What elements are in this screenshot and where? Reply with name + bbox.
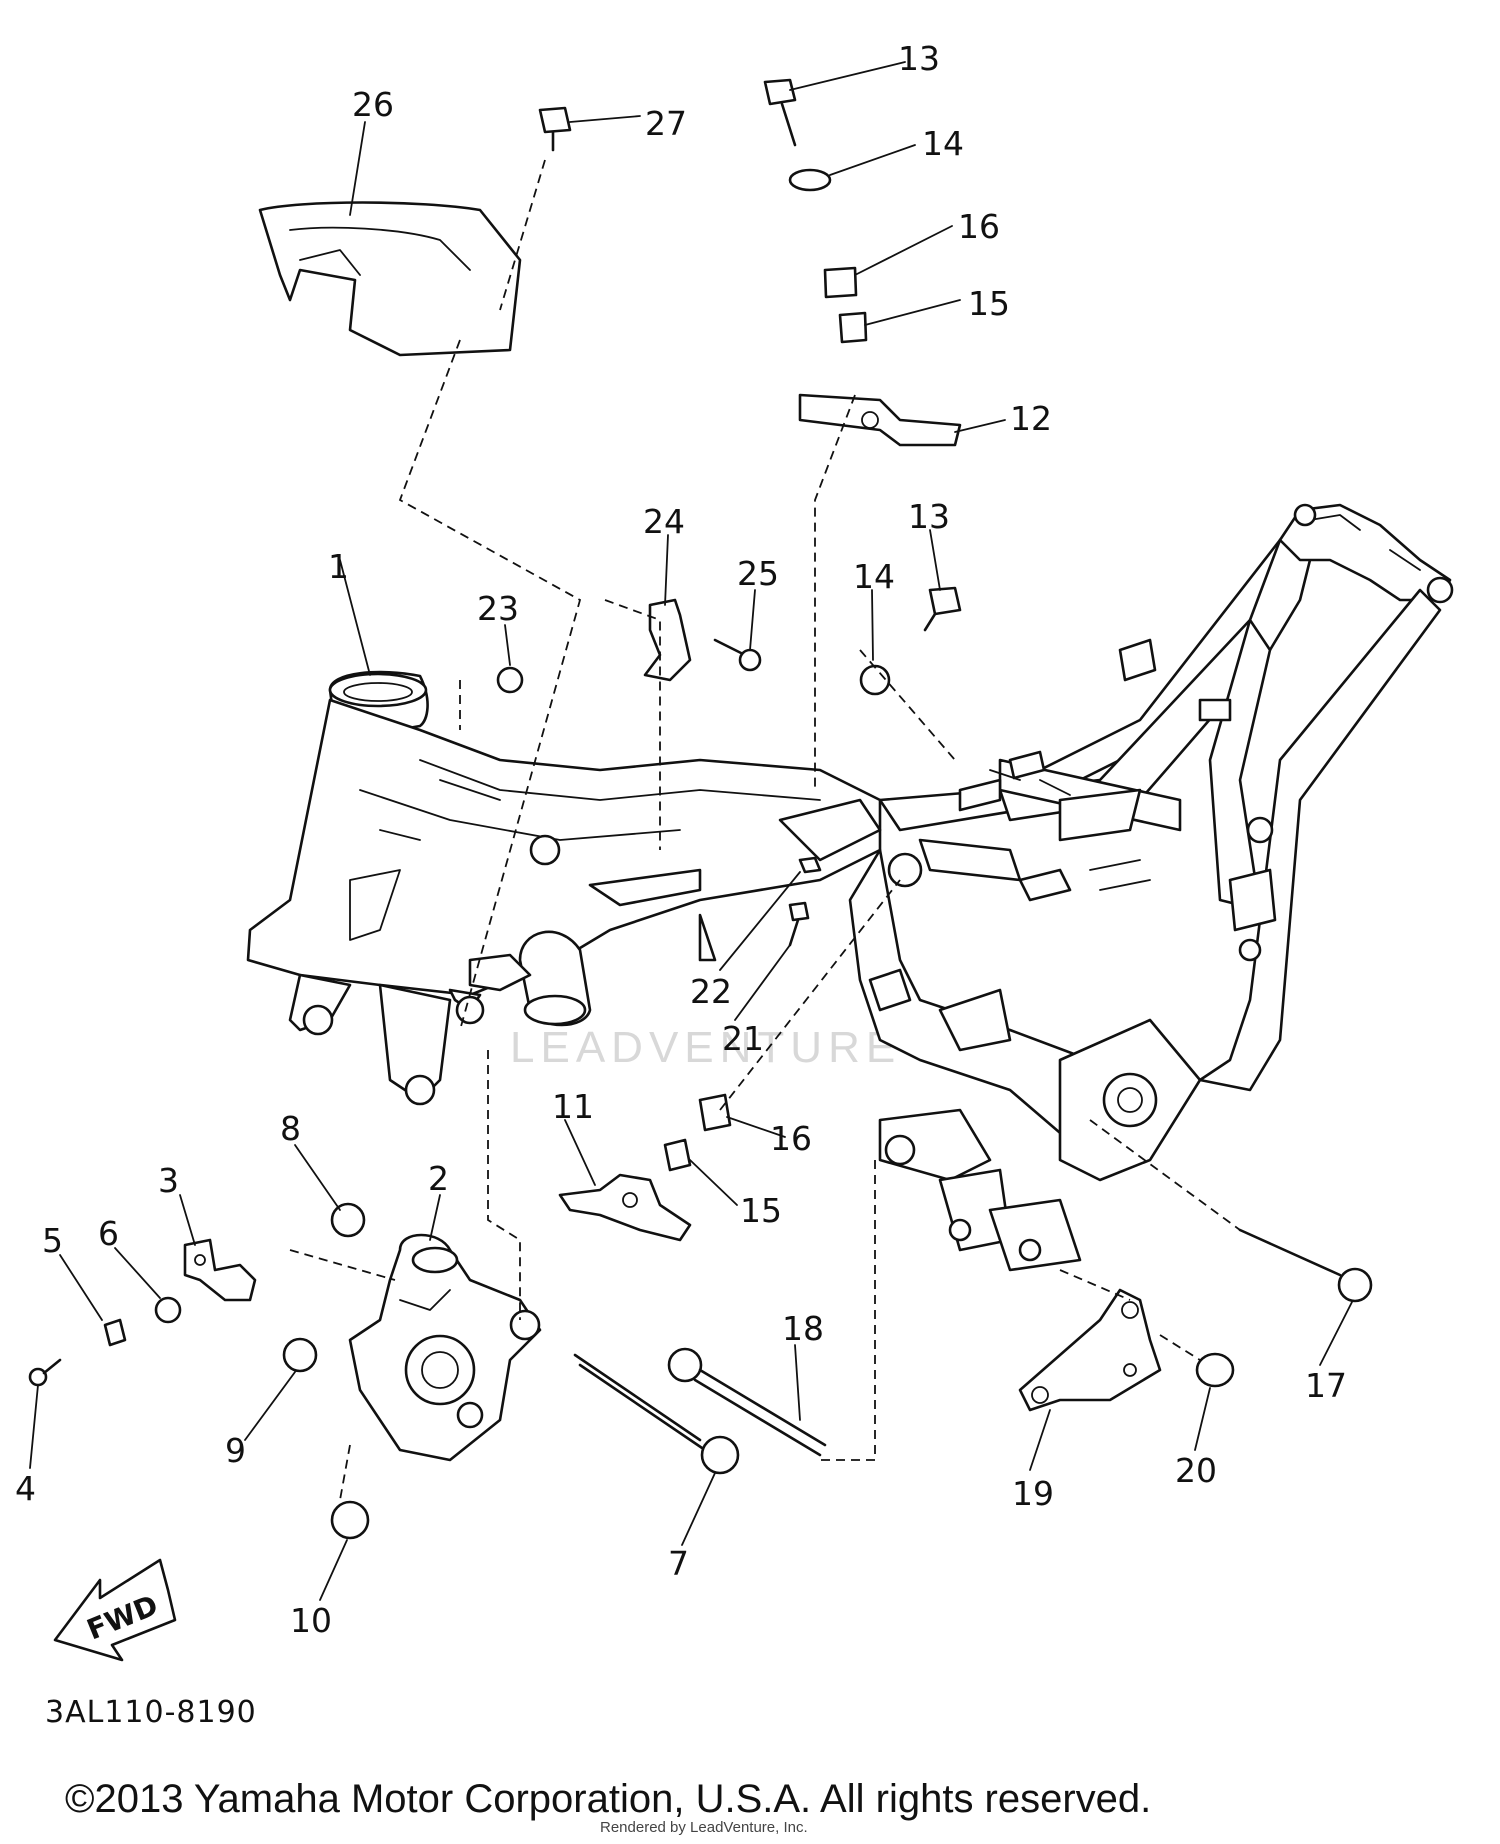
main-frame [246,503,1454,1272]
callout-7: 7 [668,1544,689,1583]
callout-19: 19 [1012,1474,1054,1513]
callout-12: 12 [1010,399,1052,438]
part-16-collar-middle [698,1093,732,1132]
callout-23: 23 [477,589,519,628]
diagram-code: 3AL110-8190 [45,1695,257,1730]
callout-21: 21 [722,1019,764,1058]
part-19-plate [1018,1288,1162,1412]
callout-13-top: 13 [898,39,940,78]
callout-13-second: 13 [908,497,950,536]
callout-22: 22 [690,972,732,1011]
rendered-by-text: Rendered by LeadVenture, Inc. [600,1819,808,1836]
part-22-clip [798,856,822,874]
callout-24: 24 [643,502,685,541]
leader-lines [29,61,1353,1601]
callout-5: 5 [42,1221,63,1260]
part-15-bushing-top [838,311,868,344]
callout-16-top: 16 [958,207,1000,246]
part-9-washer [282,1337,318,1373]
part-24-clamp [643,598,692,682]
part-6-nut [154,1296,182,1324]
callout-labels: 26 27 13 14 16 15 12 13 14 24 25 23 1 22… [15,39,1347,1640]
part-7-bolt [573,1353,740,1475]
part-4-screw [28,1358,62,1387]
callout-27: 27 [645,104,687,143]
part-13-bolt-top [763,78,797,147]
part-17-bolt [1238,1228,1373,1303]
part-5-clip [103,1318,127,1347]
callout-6: 6 [98,1214,119,1253]
part-13-bolt-second [923,586,962,632]
part-16-collar-top [823,266,858,299]
callout-14-second: 14 [853,557,895,596]
callout-9: 9 [225,1431,246,1470]
callout-11: 11 [552,1087,594,1126]
callout-3: 3 [158,1161,179,1200]
part-26-cover [258,201,522,357]
watermark-text: LEADVENTURE [510,1023,901,1072]
callout-2: 2 [428,1159,449,1198]
callout-17: 17 [1305,1366,1347,1405]
callout-8: 8 [280,1109,301,1148]
callout-18: 18 [782,1309,824,1348]
part-20-nut [1195,1352,1235,1388]
part-27-screw [538,106,572,152]
part-21-screw [788,901,810,947]
callout-14-top: 14 [922,124,964,163]
part-8-nut [330,1202,366,1238]
part-3-bracket [183,1238,257,1302]
part-18-bolt [667,1347,827,1457]
part-23-cap [496,666,524,694]
callout-26: 26 [352,85,394,124]
fwd-arrow-icon: FWD [53,1558,177,1662]
callout-15-middle: 15 [740,1191,782,1230]
assembly-lines [289,159,1241,1501]
callout-16-middle: 16 [770,1119,812,1158]
part-25-bolt [713,638,762,672]
copyright-text: ©2013 Yamaha Motor Corporation, U.S.A. A… [65,1777,1151,1821]
part-2-mount-bracket [348,1233,542,1462]
callout-15-top: 15 [968,284,1010,323]
callout-4: 4 [15,1469,36,1508]
part-14-washer-top [788,168,832,192]
part-11-bracket [558,1173,692,1242]
part-12-bracket [798,393,962,447]
callout-20: 20 [1175,1451,1217,1490]
callout-10: 10 [290,1601,332,1640]
part-15-bushing-middle [663,1138,692,1172]
part-10-nut [330,1500,370,1540]
callout-25: 25 [737,554,779,593]
callout-1: 1 [328,547,349,586]
